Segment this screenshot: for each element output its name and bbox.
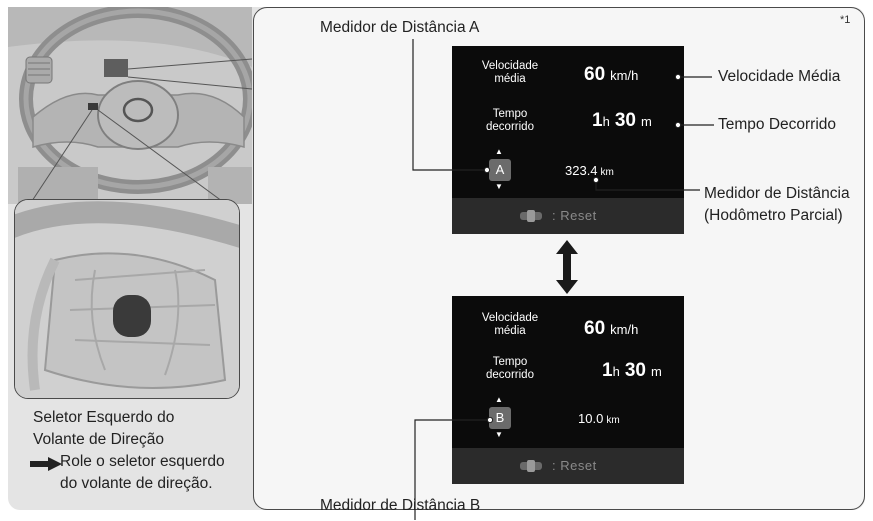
avg-speed-value: 60 km/h: [584, 64, 639, 85]
footnote-mark: *1: [840, 14, 851, 26]
up-down-double-arrow-icon: [556, 240, 578, 294]
trip-meter-callout-line-2: (Hodômetro Parcial): [704, 207, 843, 224]
left-selector-caption: Seletor Esquerdo do Volante de Direção R…: [33, 407, 253, 495]
reset-label: : Reset: [552, 458, 597, 473]
avg-speed-callout: Velocidade Média: [718, 68, 841, 85]
steering-wheel-illustration: [8, 7, 252, 204]
avg-speed-value: 60 km/h: [584, 318, 639, 339]
elapsed-time-value: 1h 30 m: [592, 110, 652, 131]
down-triangle-icon: ▼: [495, 430, 503, 439]
steering-switch-icon: [520, 460, 542, 472]
trip-selector-a: A: [489, 159, 511, 181]
elapsed-time-value: 1h 30 m: [602, 360, 662, 381]
meter-a-label: Medidor de Distância A: [320, 19, 480, 36]
caption-line-4: do volante de direção.: [60, 475, 213, 492]
reset-row: : Reset: [452, 448, 684, 484]
reset-row: : Reset: [452, 198, 684, 234]
trip-selector-b: B: [489, 407, 511, 429]
up-triangle-icon: ▲: [495, 395, 503, 404]
right-arrow-icon: [30, 457, 62, 471]
up-triangle-icon: ▲: [495, 147, 503, 156]
caption-line-3: Role o seletor esquerdo: [60, 453, 225, 470]
caption-line-2: Volante de Direção: [33, 431, 164, 448]
trip-meter-callout-line-1: Medidor de Distância: [704, 185, 850, 202]
down-triangle-icon: ▼: [495, 182, 503, 191]
reset-label: : Reset: [552, 208, 597, 223]
meter-b-label: Medidor de Distância B: [320, 497, 481, 514]
steering-switch-icon: [520, 210, 542, 222]
caption-line-1: Seletor Esquerdo do: [33, 409, 175, 426]
left-selector-closeup: [14, 199, 240, 399]
elapsed-time-callout: Tempo Decorrido: [718, 116, 837, 133]
